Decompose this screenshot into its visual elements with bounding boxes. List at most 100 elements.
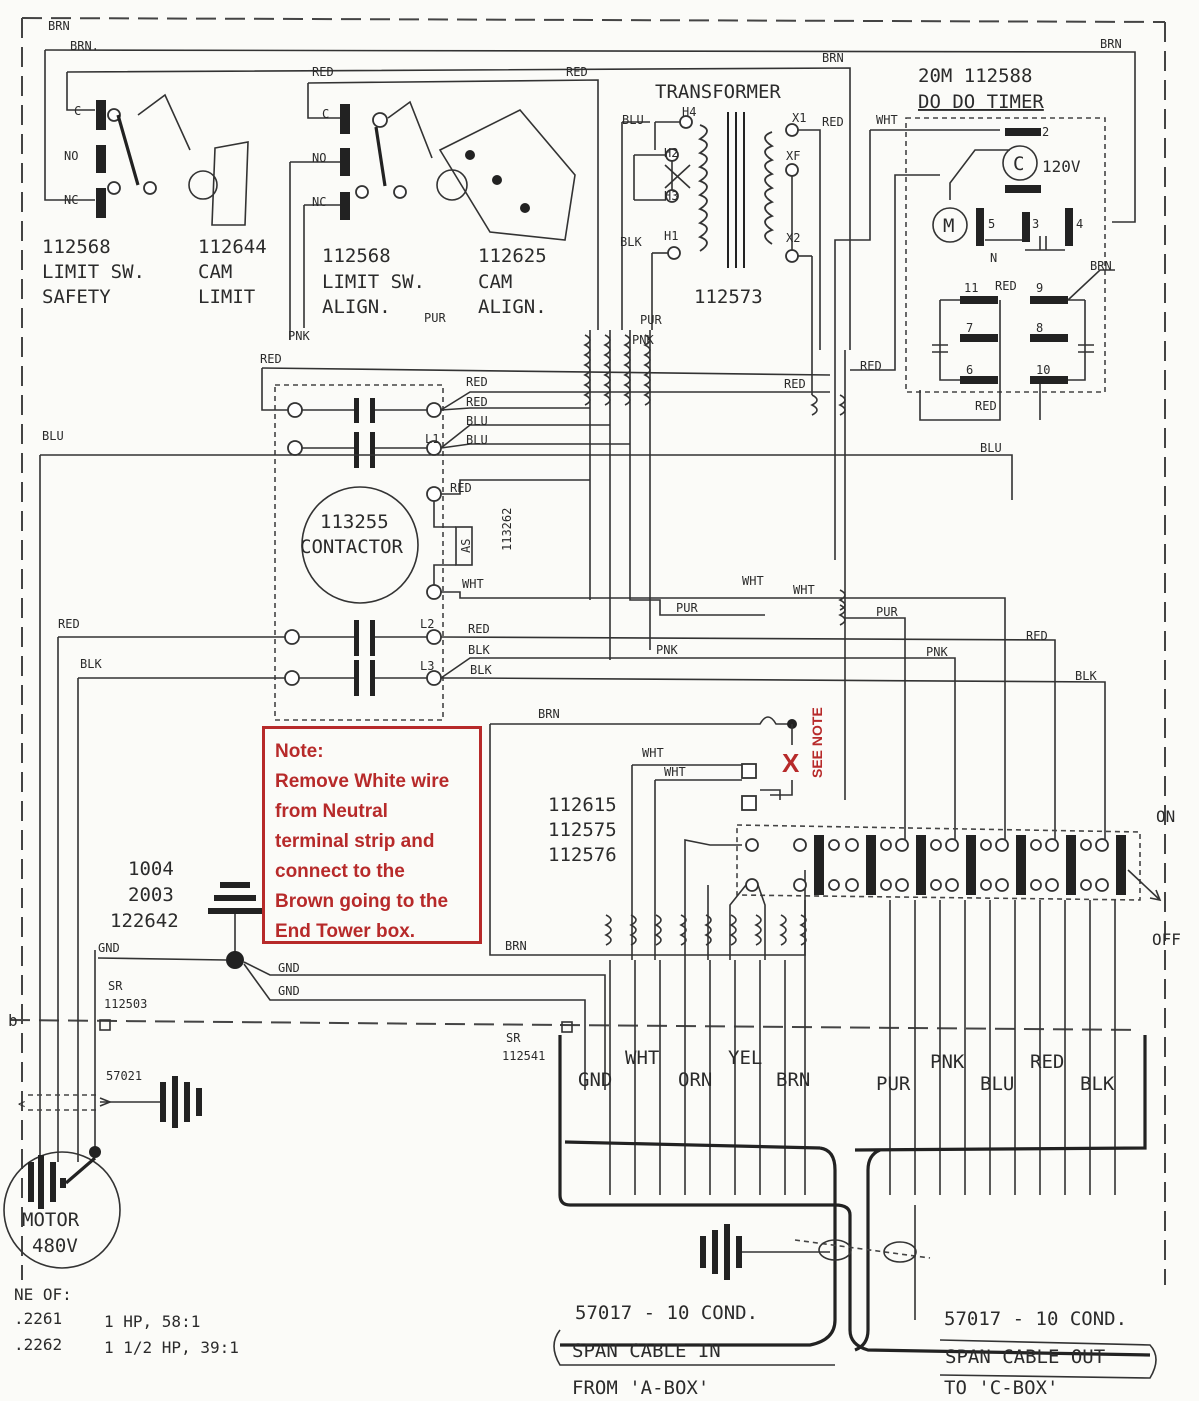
note-line-3: terminal strip and [275,831,435,852]
label-blk-h1: BLK [620,235,642,249]
transformer-h4: H4 [682,105,696,119]
terminal-pairs [793,835,1126,895]
timer-t2: 2 [1042,125,1049,139]
timer-name: DO DO TIMER [918,91,1044,113]
legend-row2-part: .2262 [14,1335,62,1354]
timer-n: N [990,251,997,265]
label-wht-tb2: WHT [664,765,686,779]
bottom-label-out: BLK [1080,1073,1115,1095]
contactor: RED L1 113255 CONTACTOR AS 113262 L2 L3 [260,352,831,721]
cam-align: 112625 CAM ALIGN. PUR PNK [288,109,576,343]
label-red-c2: RED [466,395,488,409]
bottom-label-in: BRN [776,1069,810,1091]
tb-part-3: 112576 [548,844,617,866]
tb-part-1: 112615 [548,794,617,816]
ground-assembly: 1004 2003 122642 GND GND GND SR 112503 S… [8,858,606,1128]
label-pnk-c1: PNK [656,643,678,657]
transformer-x2: X2 [786,231,800,245]
gnd-part-2: 2003 [128,884,174,906]
label-red-c1: RED [466,375,488,389]
motor-name: MOTOR [22,1209,80,1231]
bottom-label-in: YEL [728,1047,762,1069]
label-pnk-sw2: PNK [288,329,310,343]
label-brn-note2: BRN [505,939,527,953]
sr1-part: 112503 [104,997,147,1011]
off-arrow [1127,869,1162,902]
cam2-part: 112625 [478,245,547,267]
label-pur-sw2: PUR [424,311,446,325]
terminal-pair [1045,835,1092,895]
label-blu-c1: BLU [466,414,488,428]
sw1-nc-label: NC [64,193,78,207]
contactor-l2: L2 [420,617,434,631]
note-line-5: Brown going to the [275,891,449,912]
bottom-label-out: RED [1030,1051,1064,1073]
limit-switch-safety: C NO NC 112568 LIMIT SW. SAFETY [42,93,191,308]
note-box: Note: Remove White wire from Neutral ter… [262,726,482,944]
sr1-label: SR [108,979,123,993]
see-note-label: SEE NOTE [809,707,825,778]
terminal-pair [945,835,992,895]
label-brn-right: BRN [1100,37,1122,51]
label-pur-c1: PUR [676,601,698,615]
transformer-title: TRANSFORMER [655,81,781,103]
label-blk-c2: BLK [470,663,492,677]
timer-t5: 5 [988,217,995,231]
transformer: TRANSFORMER H4 H2 H3 H1 X1 XF X2 [620,81,844,395]
cam2-name2: ALIGN. [478,296,547,318]
timer-t4: 4 [1076,217,1083,231]
cable-in-name: SPAN CABLE IN [572,1340,721,1362]
sw1-part: 112568 [42,236,111,258]
label-red-contactor: RED [260,352,282,366]
cam1-name2: LIMIT [198,286,255,308]
bottom-label-out: PUR [876,1073,911,1095]
bottom-label-in: GND [578,1069,612,1091]
label-red-timer2: RED [975,399,997,413]
timer-t3: 3 [1032,217,1039,231]
terminal-pair [995,835,1042,895]
cable-out-name: SPAN CABLE OUT [945,1346,1105,1368]
cable-in-from: FROM 'A-BOX' [572,1377,709,1399]
label-brn-transformer: BRN [822,51,844,65]
label-pur-harness: PUR [640,313,662,327]
label-wht-c3: WHT [793,583,815,597]
top-brown-wires: BRN BRN. BRN BRN [44,19,1136,350]
gnd-part-1: 1004 [128,858,174,880]
label-red-left: RED [58,617,80,631]
legend-row2-spec: 1 1/2 HP, 39:1 [104,1338,239,1357]
motor-voltage: 480V [32,1235,78,1257]
sr2-label: SR [506,1031,521,1045]
legend-row1-part: .2261 [14,1309,62,1328]
do-do-timer: 20M 112588 DO DO TIMER C 120V 2 M 5 3 4 … [834,65,1115,560]
timer-part: 20M 112588 [918,65,1032,87]
timer-t9: 9 [1036,281,1043,295]
contactor-name: CONTACTOR [300,536,404,558]
contactor-aux-part: 113262 [500,508,514,551]
label-red-timer: RED [995,279,1017,293]
label-red-c6: RED [1026,629,1048,643]
label-wht-c2: WHT [742,574,764,588]
label-red-c3: RED [784,377,806,391]
box-enclosure [9,17,1166,1285]
cam-limit: 112644 CAM LIMIT [188,141,267,308]
cable-out-spec: 57017 - 10 COND. [944,1308,1127,1330]
timer-voltage: 120V [1042,157,1081,176]
label-red-x1: RED [822,115,844,129]
label-pur-c2: PUR [876,605,898,619]
label-pnk-c2: PNK [926,645,948,659]
contactor-part: 113255 [320,511,389,533]
terminal-pair [895,835,942,895]
cable-in-spec: 57017 - 10 COND. [575,1302,758,1324]
terminal-pair [845,835,892,895]
sw2-nc-label: NC [312,195,326,209]
cable-wires [604,900,1116,1195]
timer-t10: 10 [1036,363,1050,377]
label-off: OFF [1152,930,1181,949]
sw2-no-label: NO [312,151,326,165]
bottom-label-in: ORN [678,1069,712,1091]
timer-t7: 7 [966,321,973,335]
see-note-x-mark: X [782,748,800,778]
